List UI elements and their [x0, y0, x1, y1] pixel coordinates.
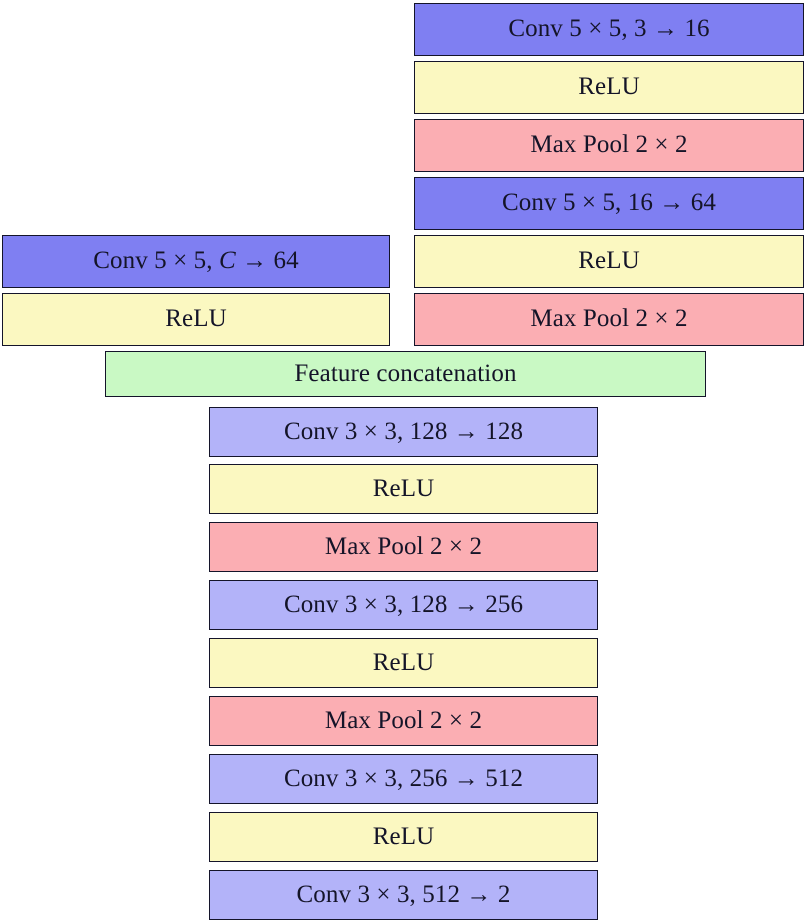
layer-label-variable: C — [218, 247, 236, 274]
layer-box-conv-r4: Conv 5 × 5, 16 → 64 — [414, 177, 804, 230]
layer-box-conv-t9: Conv 3 × 3, 512 → 2 — [209, 870, 598, 920]
layer-label: ReLU — [165, 305, 227, 332]
layer-box-conv-t7: Conv 3 × 3, 256 → 512 — [209, 754, 598, 804]
layer-box-relu-r2: ReLU — [414, 61, 804, 114]
layer-label: Max Pool 2 × 2 — [530, 305, 688, 332]
layer-box-conv-t4: Conv 3 × 3, 128 → 256 — [209, 580, 598, 630]
layer-box-relu-r5: ReLU — [414, 235, 804, 288]
layer-label: Max Pool 2 × 2 — [324, 532, 483, 560]
layer-label: ReLU — [372, 474, 435, 502]
layer-label: ReLU — [578, 247, 640, 274]
layer-box-maxpool-t6: Max Pool 2 × 2 — [209, 696, 598, 746]
layer-label: Conv 3 × 3, 512 → 2 — [296, 880, 511, 908]
layer-label: Conv 5 × 5, C → 64 — [93, 248, 299, 273]
layer-label: ReLU — [578, 73, 640, 100]
layer-box-relu-t8: ReLU — [209, 812, 598, 862]
layer-box-relu-t5: ReLU — [209, 638, 598, 688]
layer-label: ReLU — [372, 822, 435, 850]
layer-box-relu-t2: ReLU — [209, 464, 598, 514]
layer-box-maxpool-r6: Max Pool 2 × 2 — [414, 293, 804, 346]
layer-label: Conv 3 × 3, 256 → 512 — [283, 764, 524, 792]
layer-label: ReLU — [372, 648, 435, 676]
layer-label: Conv 3 × 3, 128 → 256 — [283, 590, 524, 618]
layer-label: Conv 5 × 5, 16 → 64 — [502, 189, 716, 216]
layer-box-maxpool-t3: Max Pool 2 × 2 — [209, 522, 598, 572]
layer-label-suffix: → 64 — [235, 247, 299, 274]
layer-label: Feature concatenation — [294, 359, 517, 387]
layer-box-conv-t1: Conv 3 × 3, 128 → 128 — [209, 407, 598, 457]
layer-label: Conv 5 × 5, 3 → 16 — [508, 15, 710, 42]
layer-label: Max Pool 2 × 2 — [530, 131, 688, 158]
layer-label: Conv 3 × 3, 128 → 128 — [283, 417, 524, 445]
layer-box-conv-l1: Conv 5 × 5, C → 64 — [2, 235, 390, 288]
layer-label-prefix: Conv 5 × 5, — [93, 247, 219, 274]
layer-box-maxpool-r3: Max Pool 2 × 2 — [414, 119, 804, 172]
layer-box-conv-r1: Conv 5 × 5, 3 → 16 — [414, 3, 804, 56]
layer-box-concat-m1: Feature concatenation — [105, 351, 706, 397]
layer-box-relu-l2: ReLU — [2, 293, 390, 346]
layer-label: Max Pool 2 × 2 — [324, 706, 483, 734]
